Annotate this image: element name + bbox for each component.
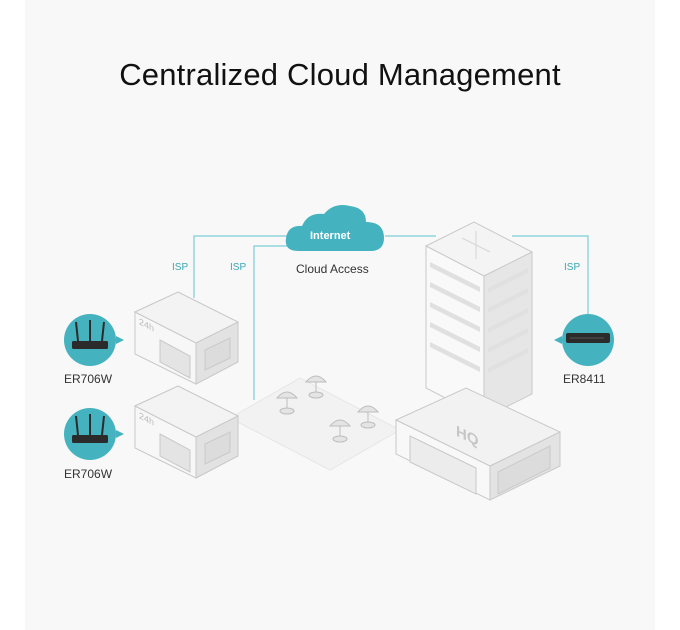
router-device-1 xyxy=(64,314,124,366)
router-device-2 xyxy=(64,408,124,460)
umbrella-tables xyxy=(275,375,380,443)
cloud-label: Internet xyxy=(310,230,351,242)
isp-label-branch2: ISP xyxy=(230,262,247,273)
isp-label-branch1: ISP xyxy=(172,262,189,273)
cloud-icon xyxy=(285,205,384,251)
device-label-1: ER706W xyxy=(64,372,113,386)
cloud-caption: Cloud Access xyxy=(296,262,369,276)
hq-building xyxy=(394,221,562,501)
router-device-3 xyxy=(554,314,614,366)
device-label-3: ER8411 xyxy=(563,372,606,386)
connection-line-branch1 xyxy=(193,235,292,298)
background-panel xyxy=(25,0,655,630)
connection-line-er8411 xyxy=(512,235,589,314)
page-title: Centralized Cloud Management xyxy=(119,57,561,92)
isp-label-hq: ISP xyxy=(564,262,581,273)
connection-line-branch2 xyxy=(253,245,292,400)
device-label-2: ER706W xyxy=(64,467,113,481)
branch-store-1 xyxy=(133,291,240,385)
branch-store-2 xyxy=(133,385,240,479)
